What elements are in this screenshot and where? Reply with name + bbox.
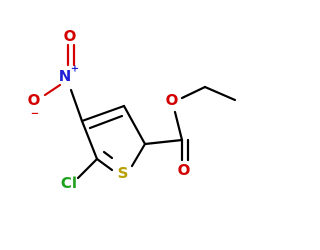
bond-c4-c3 bbox=[80, 104, 126, 123]
bond-ch2-ch3 bbox=[203, 85, 237, 102]
bond-oester-ch2 bbox=[180, 85, 207, 100]
atom-o-carbonyl: O bbox=[178, 161, 191, 179]
atom-o-ester: O bbox=[166, 91, 179, 109]
bond-c5-s-inner bbox=[102, 150, 114, 160]
atom-n-nitro: N bbox=[59, 67, 72, 85]
bond-c4-c3-inner bbox=[88, 114, 124, 130]
bond-ccarb-oester bbox=[173, 110, 184, 142]
charge-plus: + bbox=[71, 64, 79, 75]
bond-c2-ccarb bbox=[143, 138, 184, 146]
charge-minus: − bbox=[31, 109, 39, 120]
bond-c5-s bbox=[95, 157, 114, 172]
molecule-drawing: O N + O − Cl S O O bbox=[28, 27, 237, 192]
bond-c2-s bbox=[130, 142, 147, 168]
atom-s: S bbox=[118, 164, 129, 182]
bond-c3-c2 bbox=[122, 104, 147, 146]
atom-cl: Cl bbox=[61, 174, 77, 192]
bond-c4-c5 bbox=[80, 119, 99, 161]
bond-c4-n bbox=[69, 88, 84, 123]
bond-n-o-minus bbox=[43, 83, 62, 97]
structure-diagram: O N + O − Cl S O O bbox=[28, 27, 237, 192]
bond-c5-cl bbox=[76, 157, 99, 180]
atom-o-top: O bbox=[64, 27, 77, 45]
atom-o-minus: O bbox=[28, 91, 41, 109]
